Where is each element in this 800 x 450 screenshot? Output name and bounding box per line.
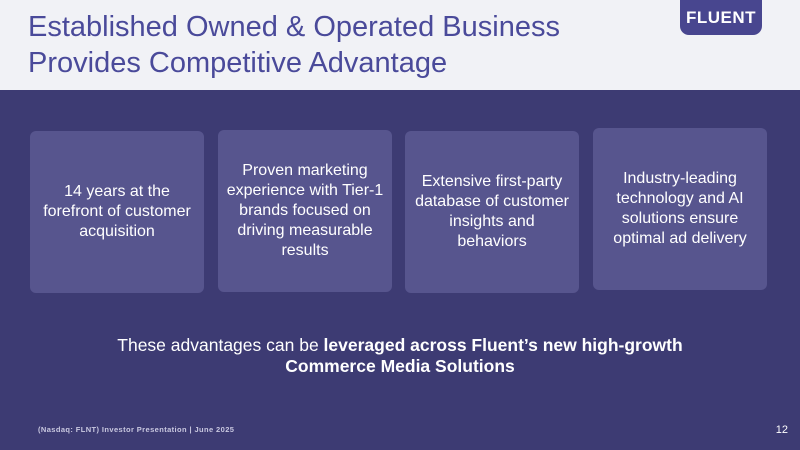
advantage-card-text: Industry-leading technology and AI solut… xyxy=(613,170,747,247)
tagline-prefix: These advantages can be xyxy=(117,335,324,355)
slide-title: Established Owned & Operated Business Pr… xyxy=(28,11,560,79)
advantage-card-experience: 14 years at the forefront of customer ac… xyxy=(30,131,204,293)
fluent-logo: FLUENT xyxy=(680,0,762,35)
advantage-card-marketing: Proven marketing experience with Tier-1 … xyxy=(218,130,392,292)
advantage-card-text: Extensive first-party database of custom… xyxy=(415,173,569,250)
tagline: These advantages can be leveraged across… xyxy=(100,335,700,377)
advantage-card-technology: Industry-leading technology and AI solut… xyxy=(593,128,767,290)
footer-text: (Nasdaq: FLNT) Investor Presentation | J… xyxy=(38,425,235,434)
slide-header: Established Owned & Operated Business Pr… xyxy=(0,0,800,90)
tagline-bold: leveraged across Fluent’s new high-growt… xyxy=(285,335,683,376)
advantage-card-text: Proven marketing experience with Tier-1 … xyxy=(226,162,384,259)
advantage-card-text: 14 years at the forefront of customer ac… xyxy=(43,183,191,240)
advantage-card-database: Extensive first-party database of custom… xyxy=(405,131,579,293)
page-number: 12 xyxy=(775,424,788,436)
